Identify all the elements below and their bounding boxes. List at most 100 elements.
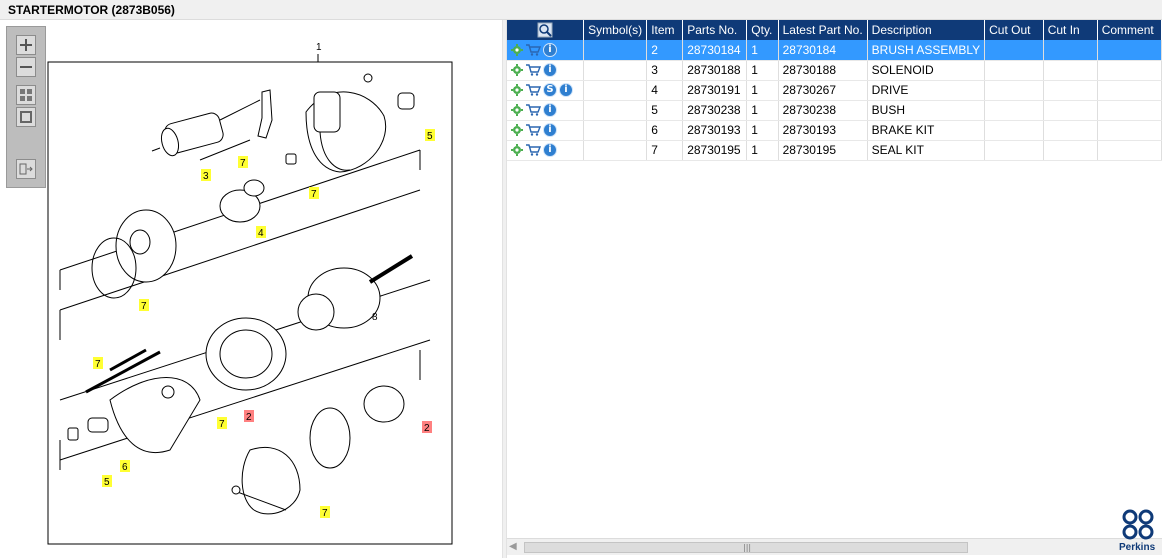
column-header-cut-out[interactable]: Cut Out <box>984 20 1044 40</box>
shopping-cart-icon[interactable] <box>525 124 541 136</box>
info-icon[interactable]: i <box>559 83 573 97</box>
cell-cut-in <box>1043 120 1098 141</box>
gear-icon[interactable] <box>511 104 523 116</box>
callout-item-5[interactable]: 5 <box>425 129 435 142</box>
shopping-cart-icon[interactable] <box>525 144 541 156</box>
column-header-cut-in[interactable]: Cut In <box>1043 20 1098 40</box>
zoom-out-button[interactable] <box>16 57 36 77</box>
cell-qty: 1 <box>746 140 779 161</box>
supersession-icon[interactable]: S <box>543 83 557 97</box>
callout-item-7[interactable]: 7 <box>139 299 149 312</box>
horizontal-scrollbar[interactable]: ◀ ||| <box>507 538 1162 555</box>
column-header-qty[interactable]: Qty. <box>746 20 779 40</box>
row-action-icons: i <box>507 40 585 61</box>
perkins-logo: Perkins <box>1119 508 1159 558</box>
cell-symbols <box>583 80 648 101</box>
grip-icon: ||| <box>743 543 752 552</box>
column-header-parts-no[interactable]: Parts No. <box>682 20 748 40</box>
callout-label: 3 <box>203 171 209 182</box>
pane-splitter[interactable] <box>502 20 507 558</box>
info-icon[interactable]: i <box>543 63 557 77</box>
gear-icon[interactable] <box>511 124 523 136</box>
bush-part <box>363 73 415 110</box>
callout-item-7[interactable]: 7 <box>238 156 248 169</box>
callout-item-2[interactable]: 2 <box>244 410 254 423</box>
shopping-cart-icon[interactable] <box>525 64 541 76</box>
export-button[interactable] <box>16 159 36 179</box>
column-header-description[interactable]: Description <box>867 20 986 40</box>
gear-icon[interactable] <box>511 84 523 96</box>
cell-cut-in <box>1043 140 1098 161</box>
gear-icon[interactable] <box>511 144 523 156</box>
callout-box <box>309 187 319 199</box>
callout-item-3[interactable]: 3 <box>201 169 211 182</box>
cell-symbols <box>583 100 648 121</box>
callout-box <box>201 169 211 181</box>
callout-item-5[interactable]: 5 <box>102 475 112 488</box>
plain-label: 8 <box>372 312 378 323</box>
cell-parts-no: 28730191 <box>682 80 748 101</box>
callout-item-6[interactable]: 6 <box>120 460 130 473</box>
callout-item-7[interactable]: 7 <box>320 506 330 519</box>
callout-label: 2 <box>424 423 430 434</box>
info-icon[interactable]: i <box>543 123 557 137</box>
shopping-cart-icon[interactable] <box>525 104 541 116</box>
cell-description: SOLENOID <box>867 60 986 81</box>
cell-parts-no: 28730188 <box>682 60 748 81</box>
callout-box <box>139 299 149 311</box>
column-header-item[interactable]: Item <box>646 20 684 40</box>
callout-item-7[interactable]: 7 <box>309 187 319 200</box>
fit-all-button[interactable] <box>16 85 36 105</box>
scroll-left-icon[interactable]: ◀ <box>509 541 517 552</box>
table-header-row: Symbol(s) Item Parts No. Qty. Latest Par… <box>507 20 1162 40</box>
info-icon[interactable]: i <box>543 103 557 117</box>
info-icon[interactable]: i <box>543 42 557 57</box>
callout-item-2[interactable]: 2 <box>422 421 432 434</box>
gear-icon[interactable] <box>511 64 523 76</box>
column-header-symbols[interactable]: Symbol(s) <box>583 20 648 40</box>
cell-cut-in <box>1043 80 1098 101</box>
cell-comment <box>1097 60 1162 81</box>
column-header-comment[interactable]: Comment <box>1097 20 1162 40</box>
parts-table: Symbol(s) Item Parts No. Qty. Latest Par… <box>507 20 1162 161</box>
cell-description: DRIVE <box>867 80 986 101</box>
column-header-search[interactable] <box>507 20 585 40</box>
cell-cut-in <box>1043 100 1098 121</box>
callout-box <box>93 357 103 369</box>
callout-item-4[interactable]: 4 <box>256 226 266 239</box>
callout-label: 7 <box>141 301 147 312</box>
brake-part <box>67 417 109 441</box>
callout-item-7[interactable]: 7 <box>217 417 227 430</box>
callout-box <box>256 226 266 238</box>
scrollbar-thumb[interactable]: ||| <box>524 542 968 553</box>
zoom-in-button[interactable] <box>16 35 36 55</box>
cell-comment <box>1097 80 1162 101</box>
drive-gear-part <box>219 153 297 223</box>
row-action-icons: i <box>507 100 585 121</box>
cell-comment <box>1097 40 1162 61</box>
cell-qty: 1 <box>746 60 779 81</box>
fit-window-button[interactable] <box>16 107 36 127</box>
shopping-cart-icon[interactable] <box>525 84 541 96</box>
through-bolt-part <box>85 348 161 394</box>
callout-box <box>320 506 330 518</box>
callout-box <box>425 129 435 141</box>
gear-icon[interactable] <box>511 43 523 56</box>
column-header-latest-part-no[interactable]: Latest Part No. <box>778 20 868 40</box>
perkins-logo-mark <box>1122 509 1154 540</box>
cell-parts-no: 28730184 <box>682 40 748 61</box>
callout-item-7[interactable]: 7 <box>93 357 103 370</box>
field-coil-part <box>205 317 287 391</box>
cell-item: 5 <box>646 100 684 121</box>
info-icon[interactable]: i <box>543 143 557 157</box>
cell-latest-part-no: 28730188 <box>778 60 868 81</box>
shopping-cart-icon[interactable] <box>525 44 541 56</box>
